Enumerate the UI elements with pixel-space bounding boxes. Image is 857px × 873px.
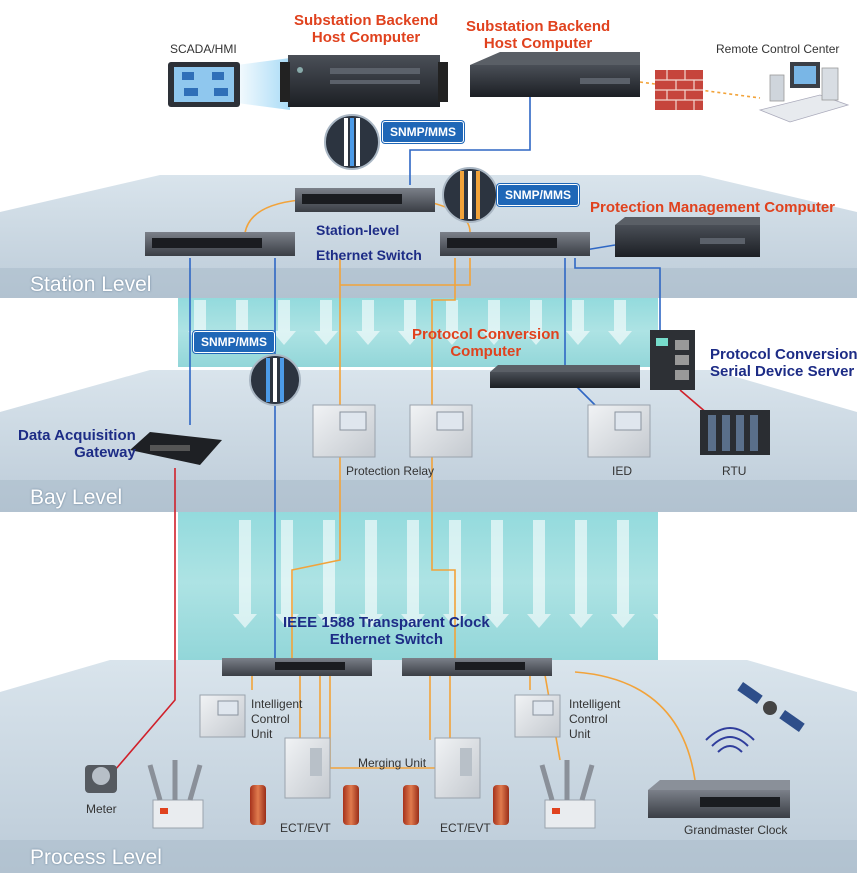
flow-arrow xyxy=(398,300,422,345)
station-switch-right-icon xyxy=(440,232,590,256)
ied-icon xyxy=(587,404,651,458)
grandmaster-label: Grandmaster Clock xyxy=(684,823,788,837)
firewall-icon xyxy=(655,70,703,110)
link-orange xyxy=(574,671,696,781)
protocol-conv-computer-icon xyxy=(490,365,640,388)
flow-arrow xyxy=(314,300,338,345)
station-level-label: Station Level xyxy=(30,273,152,296)
flow-arrow xyxy=(524,300,548,345)
flow-arrow xyxy=(608,300,632,345)
breaker-left-icon xyxy=(147,760,204,829)
icu-right-icon xyxy=(514,694,561,738)
merging-unit-right-icon xyxy=(434,737,481,799)
snmp-bay-badge: SNMP/MMS xyxy=(193,331,275,353)
backend-host-2-label: Substation Backend Host Computer xyxy=(466,18,611,53)
link-orange xyxy=(431,258,456,660)
ect-right-label: ECT/EVT xyxy=(440,821,491,835)
serial-server-icon xyxy=(650,330,695,390)
scada-monitor-icon xyxy=(168,58,290,110)
ied-label: IED xyxy=(612,464,633,478)
snmp-top-circle xyxy=(324,114,380,170)
remote-workstation-icon xyxy=(758,62,850,123)
data-gateway-icon xyxy=(130,432,222,465)
protection-relay-2-icon xyxy=(409,404,473,458)
grandmaster-clock-icon xyxy=(648,780,790,818)
icu-left-label: Intelligent Control Unit xyxy=(251,697,303,741)
process-platform xyxy=(0,660,857,873)
rtu-icon xyxy=(700,410,770,455)
ect-icon xyxy=(250,785,509,825)
protection-mgmt-server-icon xyxy=(615,217,760,257)
flow-arrow xyxy=(566,300,590,345)
flow-arrow xyxy=(317,520,341,628)
meter-icon xyxy=(85,765,117,793)
protocol-conv-server-label: Protocol Conversion Serial Device Server xyxy=(710,346,857,381)
wifi-icon xyxy=(705,727,755,753)
station-switch-left-icon xyxy=(145,232,295,256)
backend-host-1-server-icon xyxy=(280,55,448,107)
flow-arrow xyxy=(611,520,635,628)
rtu-label: RTU xyxy=(722,464,747,478)
flow-arrow xyxy=(653,520,677,628)
flow-arrow xyxy=(401,520,425,628)
backend-host-1-label: Substation Backend Host Computer xyxy=(294,12,439,47)
protection-mgmt-label: Protection Management Computer xyxy=(590,199,836,216)
ieee-switch-label: IEEE 1588 Transparent Clock Ethernet Swi… xyxy=(283,614,490,649)
station-switch-top-icon xyxy=(295,188,435,212)
flow-arrow xyxy=(359,520,383,628)
flow-arrow xyxy=(485,520,509,628)
flow-arrow xyxy=(569,520,593,628)
flow-arrow xyxy=(527,520,551,628)
link-blue xyxy=(409,90,531,185)
remote-center-label: Remote Control Center xyxy=(716,42,840,56)
link-orange xyxy=(340,258,471,286)
ect-left-label: ECT/EVT xyxy=(280,821,331,835)
flow-arrow xyxy=(356,300,380,345)
protection-relay-1-icon xyxy=(312,404,376,458)
link-orange xyxy=(244,199,301,234)
protocol-conv-computer-label: Protocol Conversion Computer xyxy=(412,326,560,361)
snmp-right-badge: SNMP/MMS xyxy=(497,184,579,206)
process-level-label: Process Level xyxy=(30,846,162,869)
merging-unit-left-icon xyxy=(284,737,331,799)
ieee-switch-left-icon xyxy=(222,658,372,676)
backend-host-2-server-icon xyxy=(470,52,640,97)
icu-right-label: Intelligent Control Unit xyxy=(569,697,621,741)
icu-left-icon xyxy=(199,694,246,738)
bay-level-label: Bay Level xyxy=(30,486,123,509)
flow-arrow xyxy=(272,300,296,345)
meter-label: Meter xyxy=(86,802,117,816)
flow-arrow xyxy=(482,300,506,345)
snmp-top-badge: SNMP/MMS xyxy=(382,121,464,143)
protection-relay-label: Protection Relay xyxy=(346,464,435,478)
link-blue xyxy=(574,258,661,330)
station-switch-label: Station-level Ethernet Switch xyxy=(316,222,422,263)
merging-unit-label: Merging Unit xyxy=(358,756,427,770)
flow-arrow xyxy=(275,520,299,628)
flow-arrow xyxy=(233,520,257,628)
link-red xyxy=(114,468,176,771)
data-gateway-label: Data Acquisition Gateway xyxy=(18,427,136,462)
scada-label: SCADA/HMI xyxy=(170,42,237,56)
snmp-right-circle xyxy=(442,167,498,223)
ieee-switch-right-icon xyxy=(402,658,552,676)
satellite-icon xyxy=(737,682,805,732)
breaker-right-icon xyxy=(539,760,596,829)
flow-arrow xyxy=(440,300,464,345)
link-orange xyxy=(291,375,341,660)
snmp-bay-circle xyxy=(249,354,301,406)
